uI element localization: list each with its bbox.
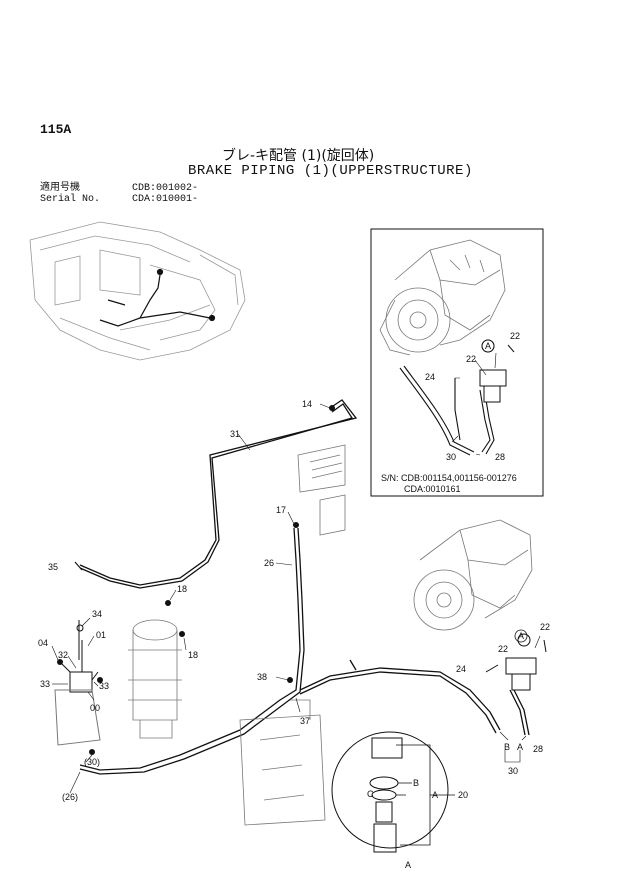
lower-right-filter	[485, 633, 547, 691]
serial-value: CDB:001002-	[132, 183, 199, 194]
pipe-30	[299, 659, 501, 734]
callout-28: 28	[533, 744, 543, 754]
fittings	[57, 405, 335, 755]
bottom-frame-sketch	[239, 699, 326, 826]
callout-00: 00	[90, 703, 100, 713]
inset-callout: 24	[425, 372, 435, 382]
inset-callout: 22	[510, 331, 520, 341]
serial-label: Serial No.	[40, 194, 101, 205]
callout-33b: 33	[99, 681, 109, 691]
serial-label: 適用号機	[40, 183, 80, 194]
inset-pump-sketch	[379, 239, 506, 356]
serial-row: 適用号機 CDB:001002-	[40, 183, 198, 194]
detail-label-B: B	[413, 778, 419, 788]
callout-20: 20	[458, 790, 468, 800]
pipe-31	[79, 399, 358, 589]
callout-22b: 22	[498, 644, 508, 654]
detail-a-circle	[331, 731, 455, 853]
title-japanese: ブレ-キ配管 (1)(旋回体)	[222, 148, 375, 164]
callout-38: 38	[257, 672, 267, 682]
detail-label-A: A	[432, 790, 438, 800]
callout-A: A	[517, 742, 523, 752]
leader-lines	[51, 403, 541, 794]
callout-18b: 18	[188, 650, 198, 660]
callout-26-paren: (26)	[62, 792, 78, 802]
callout-30: 30	[508, 766, 518, 776]
inset-serial-line-1: S/N: CDB:001154,001156-001276	[381, 473, 517, 483]
title-english: BRAKE PIPING (1)(UPPERSTRUCTURE)	[188, 163, 473, 179]
serial-value: CDA:010001-	[132, 194, 199, 205]
inset-callout: 30	[446, 452, 456, 462]
control-valve-sketch	[297, 444, 346, 536]
machine-overview-sketch	[29, 221, 246, 361]
callout-26: 26	[264, 558, 274, 568]
callout-24: 24	[456, 664, 466, 674]
callout-37: 37	[300, 716, 310, 726]
page-number: 115A	[40, 122, 72, 137]
inset-box: 22 22 24 30 28 A S/N: CDB:001154,001156-…	[370, 228, 544, 497]
callout-32: 32	[58, 650, 68, 660]
callout-labels: 14 31 35 17 26 18 18 34 01 04 32 33 33 0…	[38, 399, 550, 870]
callout-A-marker: A	[518, 631, 524, 641]
lower-right-pump-sketch	[413, 519, 533, 631]
callout-01: 01	[96, 630, 106, 640]
callout-22: 22	[540, 622, 550, 632]
inset-callout: A	[485, 341, 491, 351]
inset-serial-line-2: CDA:0010161	[404, 484, 461, 494]
brake-valve-block	[54, 620, 101, 746]
inset-callout: 28	[495, 452, 505, 462]
pipe-28	[509, 689, 530, 736]
callout-14: 14	[302, 399, 312, 409]
detail-label-C: C	[367, 789, 374, 799]
inset-callout: 22	[466, 354, 476, 364]
callout-circles	[481, 339, 528, 643]
pipe-35	[74, 561, 83, 571]
callout-04: 04	[38, 638, 48, 648]
callout-17: 17	[276, 505, 286, 515]
overview-brake-line	[99, 268, 216, 327]
callout-B: B	[504, 742, 510, 752]
serial-applicability: 適用号機 CDB:001002- Serial No. CDA:010001-	[40, 183, 198, 205]
callout-18a: 18	[177, 584, 187, 594]
detail-label-A-bottom: A	[405, 860, 411, 870]
callout-31: 31	[230, 429, 240, 439]
swing-motor-sketch	[128, 619, 182, 739]
pipe-26	[79, 527, 305, 775]
serial-row: Serial No. CDA:010001-	[40, 194, 198, 205]
callout-33a: 33	[40, 679, 50, 689]
callout-30-paren: (30)	[84, 757, 100, 767]
callout-34: 34	[92, 609, 102, 619]
callout-35: 35	[48, 562, 58, 572]
